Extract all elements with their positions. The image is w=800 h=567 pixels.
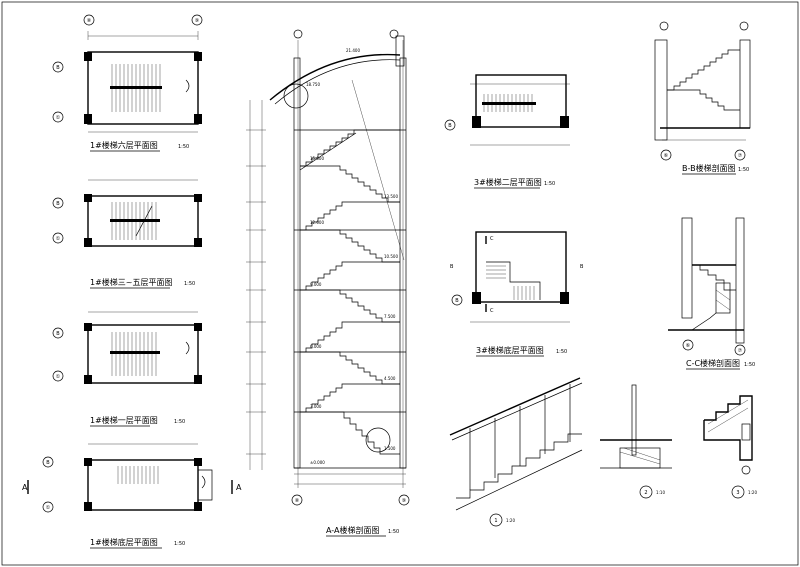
elev-e2: 15.000 xyxy=(310,156,324,161)
scale-detail-2: 1:10 xyxy=(656,490,665,495)
axis-mark-bb-left: ⑥ xyxy=(664,153,669,159)
plan-3-5f: B ① 1#楼梯三~五层平面图 1:50 xyxy=(52,179,202,289)
detail-3: 3 1:20 xyxy=(703,395,757,499)
plan-6f: ⑧ ⑨ B ① 1#楼梯六层平面图 1:50 xyxy=(52,14,203,152)
title-plan-3-5f: 1#楼梯三~五层平面图 xyxy=(90,277,173,287)
axis-mark-b-35f: B xyxy=(56,201,60,207)
axis-mark-aa-left: ⑧ xyxy=(295,498,300,504)
axis-mark-1-base: ① xyxy=(46,505,51,511)
title-section-aa: A-A楼梯剖面图 xyxy=(326,525,379,535)
plan-base: A A B ① 1#楼梯底层平面图 1:50 xyxy=(22,443,242,549)
scale-section-aa: 1:50 xyxy=(388,529,399,535)
axis-mark-cc-right: ⑦ xyxy=(738,348,743,354)
scale-detail-1: 1:20 xyxy=(506,518,515,523)
detail-1-handrail: 1 1:20 xyxy=(449,377,583,527)
elev-top: 21.400 xyxy=(346,48,360,53)
title-section-cc: C-C楼梯剖面图 xyxy=(686,358,740,368)
detail-mark-2: 2 xyxy=(644,490,647,496)
axis-mark-1-35f: ① xyxy=(56,236,61,242)
elev-e7: ±0.000 xyxy=(310,460,325,465)
detail-mark-3: 3 xyxy=(736,490,739,496)
elev-e3: 12.000 xyxy=(310,220,324,225)
section-cut-a-right: A xyxy=(236,483,242,492)
elev-e13: 13.500 xyxy=(384,194,398,199)
elev-e1: 18.750 xyxy=(306,82,320,87)
plan-1f: B ① 1#楼梯一层平面图 1:50 xyxy=(52,311,202,427)
axis-mark-3b2f: B xyxy=(448,123,452,129)
title-plan-1f: 1#楼梯一层平面图 xyxy=(90,415,158,425)
section-aa: 21.400 18.750 15.000 13.500 12.000 10.50… xyxy=(246,29,410,537)
axis-mark-b-1f: B xyxy=(56,331,60,337)
title-plan-3b-base: 3#楼梯底层平面图 xyxy=(476,345,544,355)
axis-mark-1-1f: ① xyxy=(56,374,61,380)
cut-b-left: B xyxy=(450,264,454,270)
cut-b-right: B xyxy=(580,264,584,270)
axis-mark-cc-left: ⑥ xyxy=(686,343,691,349)
axis-mark-b-6f: B xyxy=(56,65,60,71)
elev-e10: 4.500 xyxy=(384,376,396,381)
axis-mark-3bbase: B xyxy=(455,298,459,304)
elev-e12: 10.500 xyxy=(384,254,398,259)
section-bb: ⑥ ⑦ B-B楼梯剖面图 1:50 xyxy=(654,21,751,175)
detail-2: 2 1:10 xyxy=(600,384,672,499)
plan-3b-2f: B 3#楼梯二层平面图 1:50 xyxy=(444,74,570,189)
section-cc: ⑥ ⑦ C-C楼梯剖面图 1:50 xyxy=(668,217,755,370)
scale-plan-1f: 1:50 xyxy=(174,419,185,425)
elev-e5: 6.000 xyxy=(310,344,322,349)
axis-mark-b-base: B xyxy=(46,460,50,466)
cut-c-bottom: C xyxy=(490,308,494,314)
cut-c-top: C xyxy=(490,236,494,242)
title-plan-6f: 1#楼梯六层平面图 xyxy=(90,140,158,150)
elev-e6: 3.000 xyxy=(310,404,322,409)
plan-3b-base: C C B B B 3#楼梯底层平面图 1:50 xyxy=(450,231,584,357)
scale-section-bb: 1:50 xyxy=(738,167,749,173)
scale-section-cc: 1:50 xyxy=(744,362,755,368)
elev-e4: 9.000 xyxy=(310,282,322,287)
section-cut-a-left: A xyxy=(22,483,28,492)
title-plan-base: 1#楼梯底层平面图 xyxy=(90,537,158,547)
scale-plan-3b-2f: 1:50 xyxy=(544,181,555,187)
title-section-bb: B-B楼梯剖面图 xyxy=(682,163,736,173)
axis-mark-bb-right: ⑦ xyxy=(738,153,743,159)
scale-plan-3-5f: 1:50 xyxy=(184,281,195,287)
title-plan-3b-2f: 3#楼梯二层平面图 xyxy=(474,177,542,187)
axis-mark-top-left: ⑧ xyxy=(87,18,92,24)
scale-detail-3: 1:20 xyxy=(748,490,757,495)
axis-mark-top-right: ⑨ xyxy=(195,18,199,24)
axis-mark-aa-right: ⑨ xyxy=(402,498,406,504)
axis-mark-1-6f: ① xyxy=(56,115,61,121)
scale-plan-base: 1:50 xyxy=(174,541,185,547)
scale-plan-3b-base: 1:50 xyxy=(556,349,567,355)
elev-e11: 7.500 xyxy=(384,314,396,319)
elev-e9: 1.500 xyxy=(384,446,396,451)
scale-plan-6f: 1:50 xyxy=(178,144,189,150)
detail-mark-1: 1 xyxy=(494,518,497,524)
